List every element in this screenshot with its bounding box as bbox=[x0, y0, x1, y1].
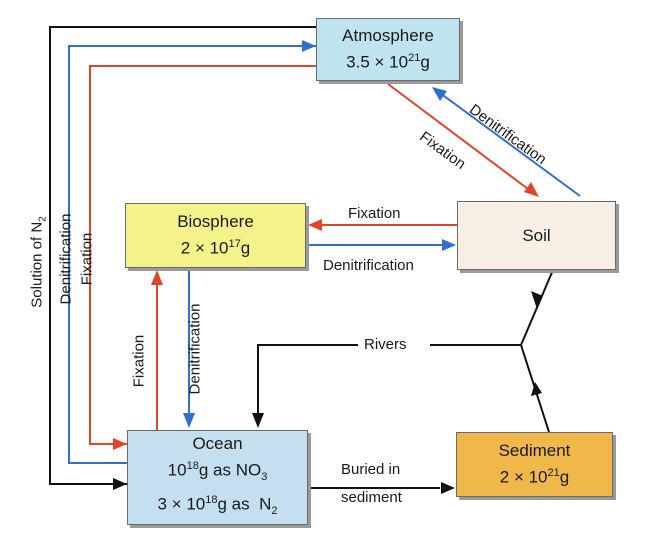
arrow-solution-n2 bbox=[49, 26, 316, 485]
sediment-mass: 2 × 1021g bbox=[499, 467, 570, 487]
ocean-n2-mass: 3 × 1018g as N2 bbox=[157, 493, 278, 517]
atmosphere-box: Atmosphere 3.5 × 1021g bbox=[316, 18, 460, 81]
arrowhead-denit-atmosphere bbox=[302, 40, 316, 52]
biosphere-mass: 2 × 1017g bbox=[180, 238, 251, 258]
label-solution-of-n2: Solution of N2 bbox=[28, 216, 49, 308]
label-fixation-atm-ocean: Fixation bbox=[78, 232, 96, 286]
arrowhead-fixation-bio bbox=[308, 219, 322, 231]
arrowhead-denit-ocean bbox=[183, 413, 195, 428]
arrowhead-denit-soil bbox=[442, 239, 456, 251]
arrow-denitrification-soil-atmosphere bbox=[439, 92, 581, 197]
ocean-name: Ocean bbox=[192, 434, 243, 454]
arrowhead-fixation-ocean bbox=[113, 438, 127, 450]
arrowhead-solution-ocean bbox=[113, 478, 127, 490]
label-buried-in: Buried in bbox=[341, 461, 401, 478]
arrow-fixation-atmosphere-soil bbox=[387, 83, 533, 193]
arrow-rivers-left bbox=[257, 344, 358, 414]
biosphere-box: Biosphere 2 × 1017g bbox=[125, 203, 306, 268]
label-sediment: sediment bbox=[341, 489, 402, 506]
arrowhead-fixation-soil bbox=[524, 182, 539, 197]
soil-name: Soil bbox=[522, 225, 551, 245]
arrowhead-denit-atm bbox=[432, 87, 447, 101]
arrowhead-rivers-ocean bbox=[252, 413, 264, 428]
arrow-denitrification-ocean-atmosphere bbox=[68, 45, 316, 464]
arrowhead-sediment bbox=[441, 482, 455, 494]
label-rivers: Rivers bbox=[364, 336, 407, 354]
sediment-name: Sediment bbox=[498, 441, 571, 461]
arrowhead-fixation-biosphere bbox=[151, 270, 163, 285]
biosphere-name: Biosphere bbox=[177, 212, 254, 232]
arrowhead-soil-junction bbox=[531, 291, 543, 309]
label-fixation-soil-bio: Fixation bbox=[348, 205, 401, 222]
sediment-box: Sediment 2 × 1021g bbox=[456, 432, 613, 497]
atmosphere-name: Atmosphere bbox=[342, 26, 434, 46]
label-denitrification-bio-ocean: Denitrification bbox=[186, 303, 204, 395]
ocean-box: Ocean 1018g as NO3 3 × 1018g as N2 bbox=[127, 430, 308, 525]
arrow-fixation-atmosphere-ocean bbox=[89, 65, 316, 445]
label-fixation-ocean-bio: Fixation bbox=[130, 334, 148, 388]
soil-box: Soil bbox=[457, 201, 616, 270]
arrowhead-sediment-junction bbox=[531, 382, 542, 396]
label-denitrification-bio-soil: Denitrification bbox=[323, 257, 414, 274]
label-denitrification-ocean-atm: Denitrification bbox=[57, 213, 75, 305]
ocean-no3-mass: 1018g as NO3 bbox=[167, 460, 268, 484]
atmosphere-mass: 3.5 × 1021g bbox=[346, 52, 430, 72]
